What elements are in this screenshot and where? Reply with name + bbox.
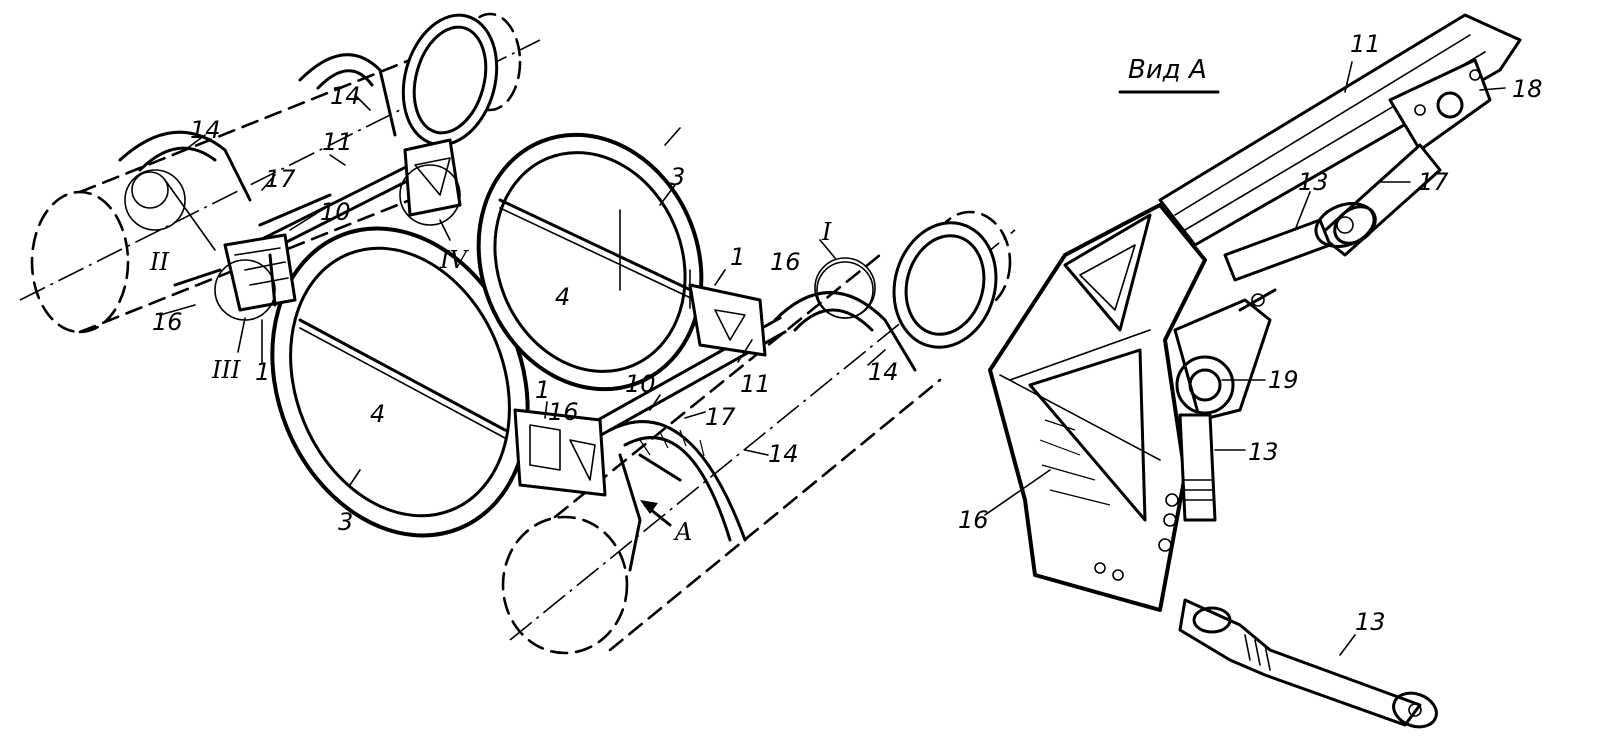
- view-arrow-A: [640, 500, 672, 527]
- label-v16: 16: [958, 506, 989, 534]
- label-1-left: 1: [255, 358, 270, 386]
- saddle-arc-14-bottom: [608, 420, 747, 542]
- bracket-16-left: [223, 233, 297, 312]
- bracket-16-mid: [688, 283, 767, 357]
- frame-assembly-drawing: 14 14 11 17 10 II 16 III 1 IV 3 4 1 16 I…: [19, 12, 1016, 655]
- label-11-top: 11: [322, 128, 353, 156]
- label-v13-bottom: 13: [1355, 608, 1386, 636]
- detail-circle-II: [124, 169, 186, 231]
- label-14-bottom: 14: [768, 440, 799, 468]
- label-v19: 19: [1268, 366, 1299, 394]
- label-17-top: 17: [265, 165, 296, 193]
- label-A-arrow: A: [673, 518, 692, 546]
- label-v18: 18: [1512, 75, 1543, 103]
- fitting-18: [1388, 58, 1492, 152]
- label-3-top: 3: [670, 163, 685, 191]
- label-IV: IV: [439, 246, 469, 274]
- bracket-16: [988, 203, 1207, 612]
- view-A-labels: 11 18 17 13 19 13 16 13: [958, 30, 1543, 636]
- label-10-top: 10: [320, 198, 351, 226]
- label-16-left: 16: [152, 308, 183, 336]
- label-I: I: [821, 218, 832, 246]
- label-14-left: 14: [190, 116, 221, 144]
- label-4-left: 4: [370, 400, 385, 428]
- label-10-bottom: 10: [625, 370, 656, 398]
- label-16-right: 16: [548, 398, 579, 426]
- label-v17: 17: [1418, 168, 1449, 196]
- view-A-leader-lines: [984, 61, 1506, 656]
- label-1-right: 1: [535, 376, 550, 404]
- label-4-right: 4: [555, 283, 570, 311]
- leader-lines: [159, 94, 886, 486]
- label-17-bottom: 17: [705, 403, 736, 431]
- saddle-arc-14-left: [118, 130, 252, 251]
- rod-13-top: [1223, 202, 1376, 282]
- frame-ring-large-upper: [476, 132, 704, 392]
- label-v13-mid: 13: [1248, 438, 1279, 466]
- label-III: III: [211, 356, 241, 384]
- callout-labels: 14 14 11 17 10 II 16 III 1 IV 3 4 1 16 I…: [149, 82, 899, 546]
- label-1-mid: 1: [730, 243, 745, 271]
- view-title: Вид А: [1128, 55, 1207, 85]
- label-v11: 11: [1350, 30, 1381, 58]
- strut-17-upper: [173, 193, 332, 287]
- end-ring-top: [401, 13, 499, 147]
- strut-17-lower: [618, 453, 682, 572]
- beam-11: [1158, 13, 1522, 247]
- detail-circle-I: [814, 257, 876, 319]
- frame-ring-large-lower: [270, 226, 530, 538]
- rod-13-bottom: [1178, 598, 1438, 729]
- label-3-bottom: 3: [338, 508, 353, 536]
- label-14-top: 14: [330, 82, 361, 110]
- label-II: II: [149, 248, 169, 276]
- rod-13-middle: [1178, 413, 1217, 522]
- label-14-right: 14: [868, 358, 899, 386]
- saddle-arc-14-top: [298, 53, 397, 137]
- detail-circle-IV: [399, 164, 461, 226]
- label-16-mid: 16: [770, 248, 801, 276]
- bracket-16-top: [403, 138, 462, 217]
- pivot-19: [1173, 288, 1277, 422]
- label-11-mid: 11: [740, 370, 771, 398]
- label-v13-top: 13: [1298, 168, 1329, 196]
- bracket-16-bottom: [513, 408, 607, 497]
- end-ring-right: [892, 221, 998, 349]
- view-A-detail: Вид А: [958, 13, 1543, 729]
